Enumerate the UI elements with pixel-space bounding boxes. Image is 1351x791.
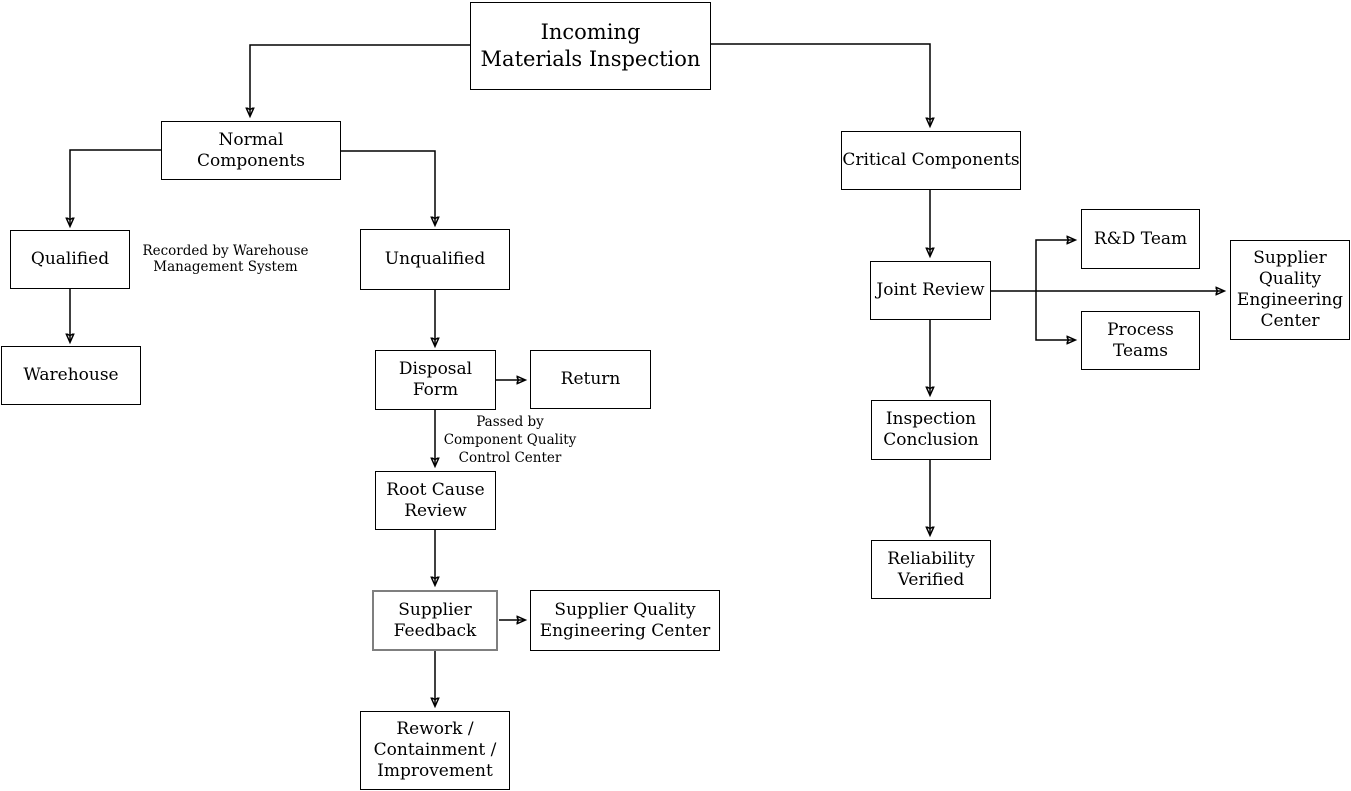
node-return: Return [530, 350, 651, 409]
node-incoming-materials-inspection: Incoming Materials Inspection [470, 2, 711, 90]
edge-joint-review-to-process-teams [1035, 291, 1075, 340]
edge-joint-review-to-rd-team [1035, 240, 1075, 291]
node-process-teams: Process Teams [1081, 311, 1200, 370]
node-reliability-verified: Reliability Verified [871, 540, 991, 599]
node-joint-review: Joint Review [870, 261, 991, 320]
node-disposal-form: Disposal Form [375, 350, 496, 410]
edge-title-to-critical-components [711, 43, 930, 126]
edge-normal-to-unqualified [341, 150, 435, 225]
node-unqualified: Unqualified [360, 229, 510, 290]
node-root-cause-review: Root Cause Review [375, 471, 496, 530]
edge-title-to-normal-components [250, 44, 470, 116]
node-supplier-quality-engineering-center-left: Supplier Quality Engineering Center [530, 590, 720, 651]
node-critical-components: Critical Components [841, 131, 1021, 190]
node-qualified: Qualified [10, 230, 130, 289]
edge-normal-to-qualified [70, 149, 161, 226]
node-supplier-feedback: Supplier Feedback [372, 590, 498, 651]
node-warehouse: Warehouse [1, 346, 141, 405]
node-rework-containment-improvement: Rework / Containment / Improvement [360, 711, 510, 790]
node-supplier-quality-engineering-center-right: Supplier Quality Engineering Center [1230, 240, 1350, 340]
edge-label-passed-by-component-quality: Passed by Component Quality Control Cent… [443, 414, 577, 466]
edge-label-recorded-by-warehouse: Recorded by Warehouse Management System [142, 243, 309, 275]
node-normal-components: Normal Components [161, 121, 341, 180]
node-inspection-conclusion: Inspection Conclusion [871, 400, 991, 460]
node-rd-team: R&D Team [1081, 209, 1200, 269]
